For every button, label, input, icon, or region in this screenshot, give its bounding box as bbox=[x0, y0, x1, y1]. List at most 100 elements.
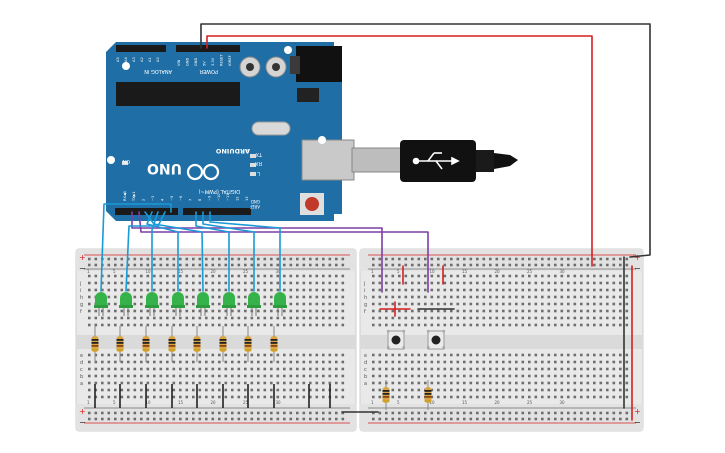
row-letter: e bbox=[364, 353, 367, 359]
arduino-uno-board[interactable]: UNO ARDUINO ON TX RX L ANALOG IN POWER D… bbox=[106, 42, 355, 221]
row-letter: a bbox=[80, 381, 83, 387]
power-pin-label: RESET bbox=[220, 54, 224, 66]
analog-header[interactable] bbox=[116, 45, 166, 52]
wire-led5-blue[interactable] bbox=[144, 211, 204, 292]
column-number-left: 15 bbox=[178, 269, 184, 274]
led-green[interactable] bbox=[273, 292, 287, 316]
rail-minus-label: − bbox=[79, 418, 86, 427]
row-letter: h bbox=[80, 295, 83, 301]
wire-led1-blue[interactable] bbox=[100, 203, 172, 292]
led-green[interactable] bbox=[196, 292, 210, 316]
column-number-left: 20 bbox=[211, 400, 217, 405]
row-letter: j bbox=[363, 281, 365, 287]
digital-pin-label: ~10 bbox=[217, 193, 221, 201]
column-number-right: 10 bbox=[430, 400, 436, 405]
power-pin-label: 3.3V bbox=[211, 57, 215, 66]
wire-led2-blue[interactable] bbox=[125, 211, 166, 292]
column-number-left: 30 bbox=[276, 269, 282, 274]
power-jack[interactable] bbox=[296, 46, 342, 82]
row-letter: g bbox=[80, 302, 83, 308]
power-pin-label: VIN bbox=[177, 59, 181, 66]
column-number-right: 1 bbox=[371, 269, 374, 274]
led-green[interactable] bbox=[119, 292, 133, 316]
push-button[interactable] bbox=[427, 330, 445, 350]
column-number-left: 5 bbox=[113, 269, 116, 274]
row-letter: c bbox=[80, 367, 83, 373]
digital-header-high[interactable] bbox=[183, 208, 251, 215]
row-letter: d bbox=[80, 360, 83, 366]
resistor[interactable] bbox=[142, 326, 150, 362]
column-number-left: 1 bbox=[87, 400, 90, 405]
resistor[interactable] bbox=[91, 326, 99, 362]
wire-5v-red[interactable] bbox=[206, 35, 593, 267]
atmega-chip bbox=[116, 82, 240, 106]
tx-label: TX bbox=[255, 151, 263, 157]
reset-button[interactable] bbox=[305, 197, 319, 211]
column-number-left: 10 bbox=[146, 400, 152, 405]
row-letter: b bbox=[80, 374, 83, 380]
column-number-right: 15 bbox=[462, 400, 468, 405]
brand-label: ARDUINO bbox=[215, 147, 250, 155]
wire-led3-blue[interactable] bbox=[151, 211, 159, 292]
row-letter: e bbox=[80, 353, 83, 359]
column-number-left: 15 bbox=[178, 400, 184, 405]
power-header[interactable] bbox=[176, 45, 240, 52]
column-number-right: 25 bbox=[527, 400, 533, 405]
usb-cable[interactable] bbox=[351, 140, 518, 182]
wire-button2-purple[interactable] bbox=[138, 211, 429, 293]
led-green[interactable] bbox=[94, 292, 108, 316]
row-letter: h bbox=[364, 295, 367, 301]
digital-pin-label: 13 bbox=[245, 196, 249, 201]
led-green[interactable] bbox=[247, 292, 261, 316]
wire-gnd-black[interactable] bbox=[200, 23, 651, 258]
column-number-right: 30 bbox=[560, 400, 566, 405]
wire-led7-blue[interactable] bbox=[202, 211, 255, 292]
breadboard-right[interactable] bbox=[359, 248, 644, 432]
digital-pin-label: ~3 bbox=[151, 196, 155, 201]
led-green[interactable] bbox=[145, 292, 159, 316]
aref-label: AREF bbox=[249, 204, 260, 209]
resistor[interactable] bbox=[168, 326, 176, 362]
model-label: UNO bbox=[147, 160, 182, 176]
led-green[interactable] bbox=[171, 292, 185, 316]
resistor[interactable] bbox=[244, 326, 252, 362]
wire-led8-blue[interactable] bbox=[209, 211, 281, 292]
usb-port[interactable] bbox=[301, 139, 355, 181]
analog-pin-label: A0 bbox=[156, 57, 160, 62]
rail-minus-label: − bbox=[634, 418, 641, 427]
row-letter: j bbox=[79, 281, 81, 287]
column-number-right: 5 bbox=[397, 269, 400, 274]
resistor[interactable] bbox=[193, 326, 201, 362]
resistor[interactable] bbox=[219, 326, 227, 362]
column-number-left: 20 bbox=[211, 269, 217, 274]
digital-pin-label: ~6 bbox=[179, 195, 183, 201]
digital-header-low[interactable] bbox=[115, 208, 178, 215]
digital-label: DIGITAL (PWM~) bbox=[198, 188, 240, 194]
column-number-right: 30 bbox=[560, 269, 566, 274]
wire-led6-blue[interactable] bbox=[195, 211, 230, 292]
row-letter: i bbox=[364, 288, 365, 294]
row-letter: g bbox=[364, 302, 367, 308]
resistor[interactable] bbox=[270, 326, 278, 362]
analog-in-label: ANALOG IN bbox=[144, 68, 172, 74]
resistor[interactable] bbox=[382, 380, 390, 410]
analog-pin-label: A5 bbox=[116, 57, 120, 62]
rail-plus-label: + bbox=[79, 253, 86, 262]
rail-minus-label: − bbox=[634, 264, 641, 273]
column-number-right: 1 bbox=[371, 400, 374, 405]
digital-pin-label: 2 bbox=[142, 199, 146, 201]
column-number-left: 10 bbox=[146, 269, 152, 274]
wire-button1-purple[interactable] bbox=[131, 211, 383, 293]
row-letter: c bbox=[364, 367, 367, 373]
led-green[interactable] bbox=[222, 292, 236, 316]
column-number-right: 15 bbox=[462, 269, 468, 274]
resistor[interactable] bbox=[116, 326, 124, 362]
digital-pin-label: 7 bbox=[189, 199, 193, 201]
power-label: POWER bbox=[199, 68, 218, 74]
gnd-label: GND bbox=[251, 199, 260, 204]
push-button[interactable] bbox=[387, 330, 405, 350]
rail-plus-label: + bbox=[634, 253, 641, 262]
resistor[interactable] bbox=[424, 380, 432, 410]
on-label: ON bbox=[122, 158, 130, 164]
